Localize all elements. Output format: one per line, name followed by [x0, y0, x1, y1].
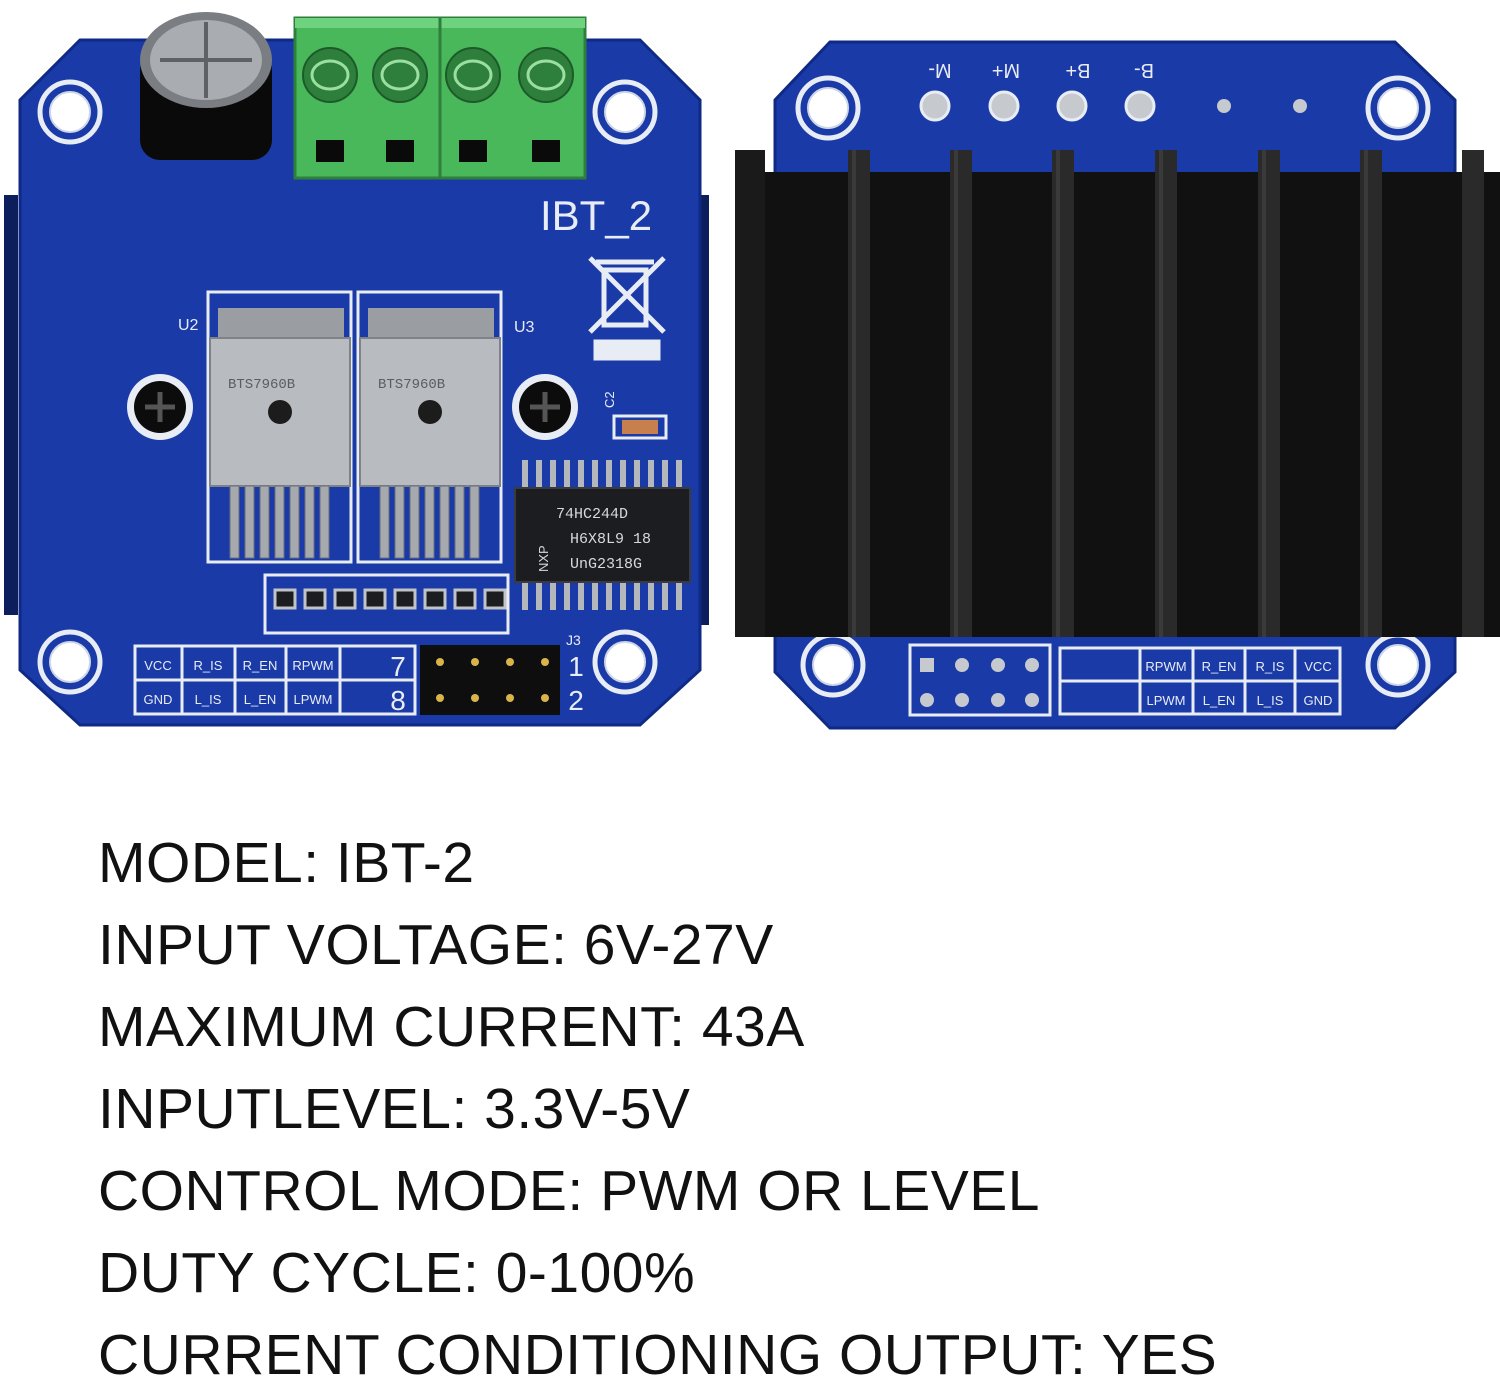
pin-number-8: 8	[390, 685, 406, 716]
pin-label-r-en: R_EN	[243, 658, 278, 673]
u2-label: U2	[178, 317, 199, 334]
back-pin-label-l-en: L_EN	[1203, 693, 1236, 708]
smd-capacitor-c2	[612, 414, 668, 440]
logic-chip-line-3: UnG2318G	[570, 556, 642, 573]
spec-control-mode: CONTROL MODE: PWM OR LEVEL	[98, 1159, 1041, 1223]
mount-hole	[795, 75, 861, 141]
back-board: M- M+ B+ B-	[735, 40, 1500, 730]
front-board: IBT_2 U2 U3	[4, 12, 709, 727]
terminal-label-b-minus: B-	[1134, 59, 1154, 81]
spec-maximum-current: MAXIMUM CURRENT: 43A	[98, 995, 805, 1059]
back-pin-label-gnd: GND	[1304, 693, 1333, 708]
terminal-label-m-minus: M-	[928, 59, 951, 81]
resistor-array	[263, 573, 510, 635]
back-pin-holes	[920, 658, 1039, 707]
mount-hole	[592, 629, 658, 695]
spec-duty-cycle: DUTY CYCLE: 0-100%	[98, 1241, 696, 1305]
back-pin-label-r-is: R_IS	[1256, 659, 1285, 674]
screw-terminal-block	[293, 16, 587, 180]
logic-chip	[514, 460, 691, 610]
pin-label-lpwm: LPWM	[294, 692, 333, 707]
mount-hole	[800, 632, 866, 698]
spec-input-level: INPUTLEVEL: 3.3V-5V	[98, 1077, 691, 1141]
back-pin-label-vcc: VCC	[1304, 659, 1331, 674]
spec-model: MODEL: IBT-2	[98, 831, 475, 895]
chip-u3	[359, 308, 501, 559]
pin-label-l-is: L_IS	[195, 692, 222, 707]
pin-label-r-is: R_IS	[194, 658, 223, 673]
back-pin-area	[908, 643, 1342, 717]
back-pin-label-rpwm: RPWM	[1145, 659, 1186, 674]
terminal-label-b-plus: B+	[1065, 59, 1090, 81]
chip-u2	[209, 308, 351, 559]
spec-input-voltage: INPUT VOLTAGE: 6V-27V	[98, 913, 774, 977]
j3-label: J3	[566, 632, 581, 648]
front-board-edge-left	[4, 195, 18, 615]
u3-label: U3	[514, 319, 535, 336]
chip-u2-marking: BTS7960B	[228, 377, 295, 393]
c2-label: C2	[602, 391, 617, 408]
pin-label-rpwm: RPWM	[292, 658, 333, 673]
mount-hole	[37, 79, 103, 145]
screw-icon	[127, 374, 193, 440]
back-pin-label-r-en: R_EN	[1202, 659, 1237, 674]
pin-label-table	[133, 644, 417, 716]
pin-label-vcc: VCC	[144, 658, 171, 673]
back-pin-label-lpwm: LPWM	[1147, 693, 1186, 708]
mount-hole	[37, 629, 103, 695]
terminal-label-m-plus: M+	[992, 59, 1020, 81]
spec-current-output: CURRENT CONDITIONING OUTPUT: YES	[98, 1323, 1218, 1387]
pin-label-gnd: GND	[144, 692, 173, 707]
chip-u3-marking: BTS7960B	[378, 377, 445, 393]
pin-label-l-en: L_EN	[244, 692, 277, 707]
logic-chip-brand: NXP	[536, 545, 551, 572]
screw-icon	[512, 374, 578, 440]
pin-number-1: 1	[568, 651, 584, 682]
mount-hole	[1365, 75, 1431, 141]
back-pin-label-l-is: L_IS	[1257, 693, 1284, 708]
logic-chip-line-1: 74HC244D	[556, 506, 628, 523]
heatsink	[735, 150, 1500, 637]
pin-number-2: 2	[568, 685, 584, 716]
logic-chip-line-2: H6X8L9 18	[570, 531, 651, 548]
weee-bin-icon	[588, 256, 666, 361]
mount-hole	[592, 79, 658, 145]
electrolytic-capacitor	[140, 12, 272, 160]
solder-pads	[919, 90, 1307, 122]
pin-header	[420, 645, 560, 715]
spec-list: MODEL: IBT-2 INPUT VOLTAGE: 6V-27V MAXIM…	[98, 822, 1478, 1396]
front-model-label: IBT_2	[540, 192, 652, 239]
pin-number-7: 7	[390, 651, 406, 682]
product-photo: IBT_2 U2 U3	[4, 12, 1500, 730]
mount-hole	[1365, 632, 1431, 698]
